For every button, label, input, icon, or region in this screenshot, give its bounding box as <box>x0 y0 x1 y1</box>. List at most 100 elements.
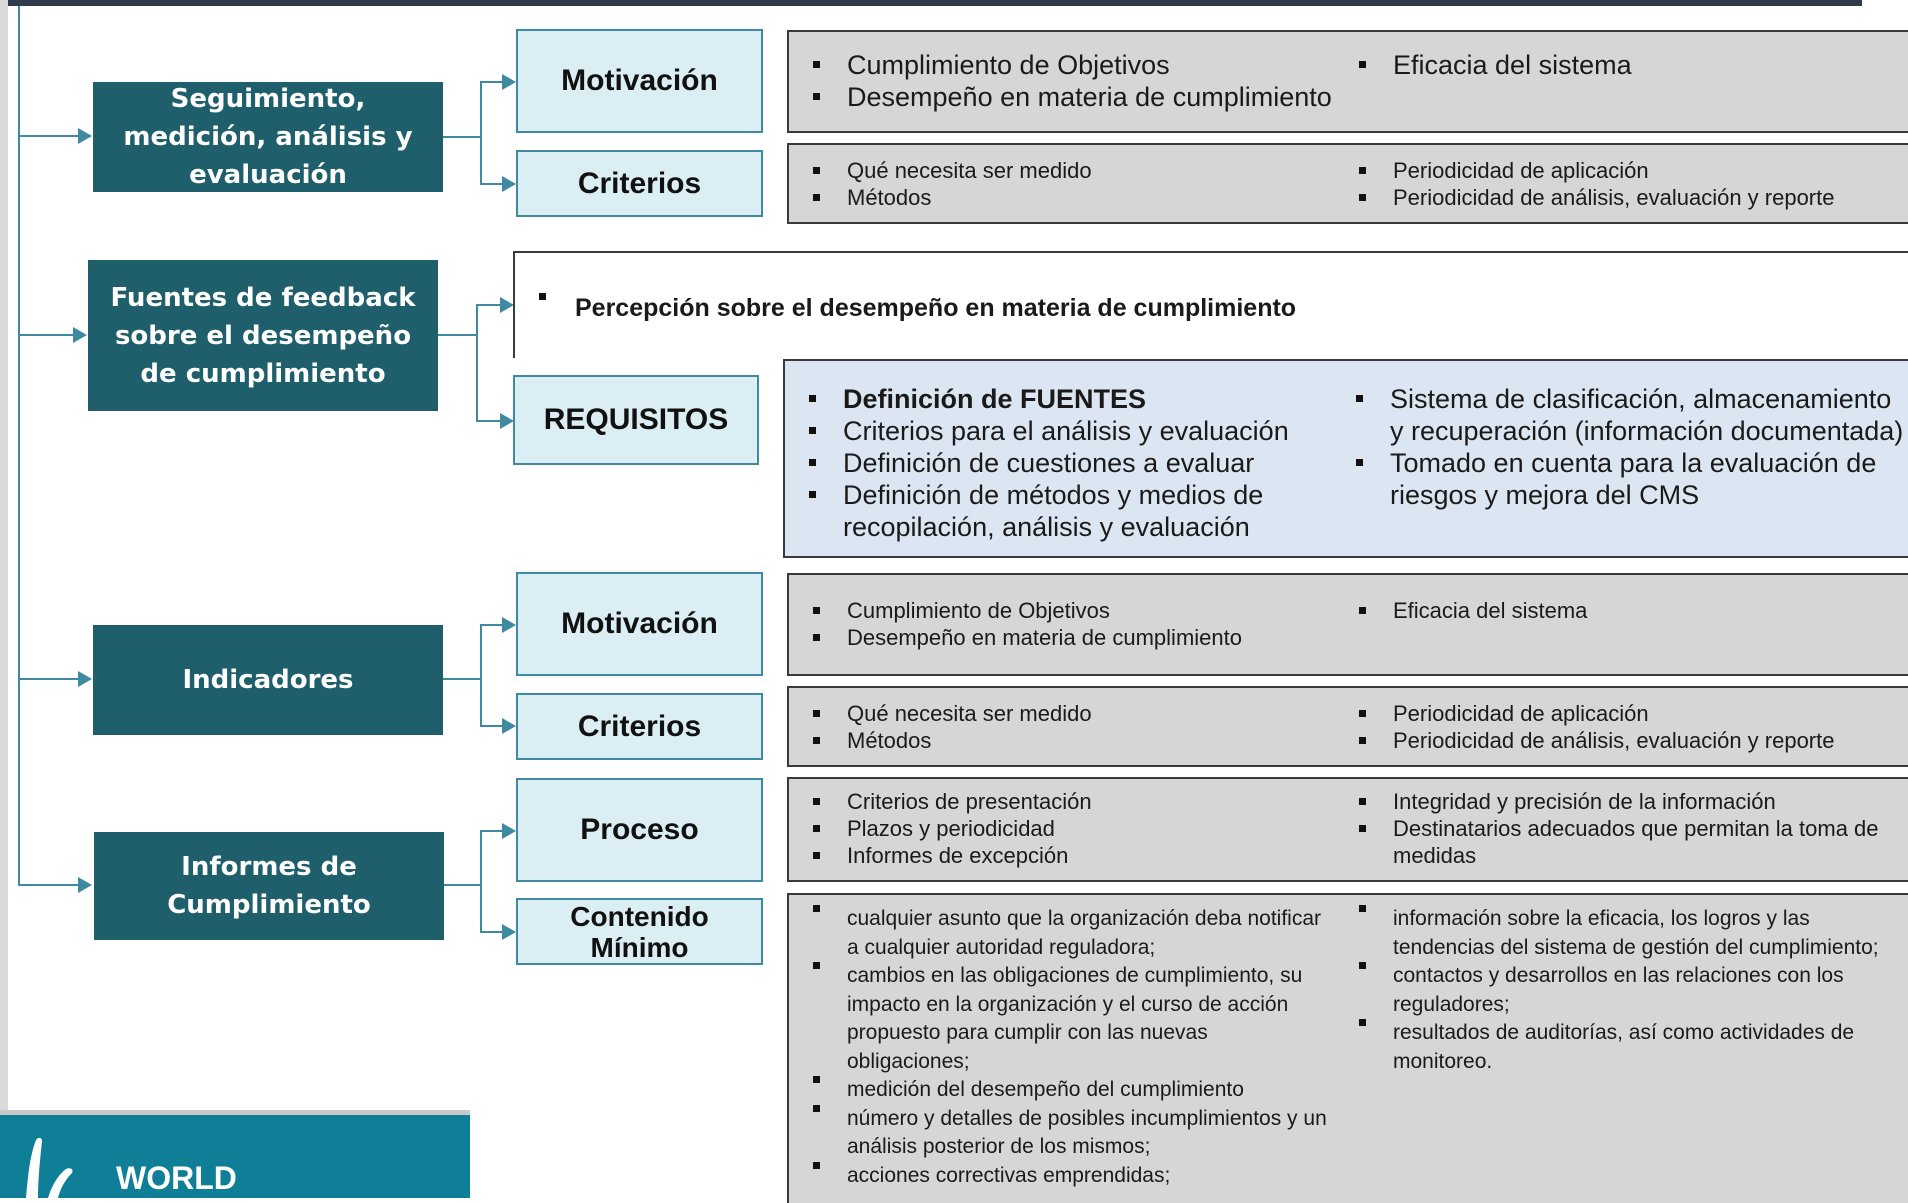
connector <box>18 135 78 137</box>
indicadores-criterios-content: Qué necesita ser medido Métodos Periodic… <box>787 686 1908 767</box>
logo-strip <box>0 1110 470 1115</box>
arrow-icon <box>500 297 514 313</box>
list-item: acciones correctivas emprendidas; <box>809 1161 1334 1191</box>
criterios-label: Criterios <box>577 166 702 200</box>
indicadores-title: Indicadores <box>182 665 354 695</box>
arrow-icon <box>502 176 516 192</box>
arrow-icon <box>78 671 92 687</box>
fuentes-box: Fuentes de feedback sobre el desempeño d… <box>88 260 438 411</box>
contenido-left-list: cualquier asunto que la organización deb… <box>809 905 1334 1190</box>
list-item: Cumplimiento de Objetivos <box>809 49 1339 81</box>
informes-box: Informes de Cumplimiento <box>94 832 444 940</box>
arrow-icon <box>73 327 87 343</box>
list-item: Métodos <box>809 184 1339 211</box>
arrow-icon <box>500 413 514 429</box>
connector <box>444 884 480 886</box>
contenido-right-list: información sobre la eficacia, los logro… <box>1355 905 1885 1076</box>
motivacion-label: Motivación <box>561 64 718 97</box>
seguimiento-criterios-box: Criterios <box>516 150 763 217</box>
seguimiento-box: Seguimiento, medición, análisis y evalua… <box>93 82 443 192</box>
list-item: Definición de métodos y medios de recopi… <box>805 479 1335 543</box>
connector <box>480 830 482 933</box>
list-item: Informes de excepción <box>809 842 1339 869</box>
informes-title: Informes de Cumplimiento <box>167 852 371 920</box>
percepcion-box: Percepción sobre el desempeño en materia… <box>513 251 1908 358</box>
list-item: Qué necesita ser medido <box>809 700 1339 727</box>
motivacion-left-list: Cumplimiento de Objetivos Desempeño en m… <box>809 597 1339 651</box>
arrow-icon <box>502 823 516 839</box>
proceso-label: Proceso <box>580 813 699 846</box>
list-item: Tomado en cuenta para la evaluación de r… <box>1352 447 1907 511</box>
criterios-right-list: Periodicidad de aplicación Periodicidad … <box>1355 700 1905 754</box>
proceso-box: Proceso <box>516 778 763 882</box>
proceso-right-list: Integridad y precisión de la información… <box>1355 788 1885 869</box>
indicadores-criterios-box: Criterios <box>516 693 763 760</box>
motivacion-right-list: Eficacia del sistema <box>1355 49 1895 81</box>
connector <box>476 420 500 422</box>
list-item: cualquier asunto que la organización deb… <box>809 905 1334 962</box>
logo-area <box>0 1115 470 1198</box>
criterios-right-list: Periodicidad de aplicación Periodicidad … <box>1355 157 1905 211</box>
main-connector-line <box>18 6 20 886</box>
arrow-icon <box>502 617 516 633</box>
arrow-icon <box>502 924 516 940</box>
list-item: Periodicidad de aplicación <box>1355 700 1905 727</box>
seguimiento-motivacion-box: Motivación <box>516 29 763 133</box>
connector <box>476 304 500 306</box>
connector <box>480 725 502 727</box>
seguimiento-motivacion-content: Cumplimiento de Objetivos Desempeño en m… <box>787 30 1908 133</box>
list-item: Eficacia del sistema <box>1355 597 1895 624</box>
list-item: Definición de cuestiones a evaluar <box>805 447 1335 479</box>
list-item: contactos y desarrollos en las relacione… <box>1355 962 1885 1019</box>
criterios-left-list: Qué necesita ser medido Métodos <box>809 157 1339 211</box>
logo-mark-icon <box>26 1137 73 1198</box>
connector <box>480 931 502 933</box>
connector <box>18 884 78 886</box>
list-item: resultados de auditorías, así como activ… <box>1355 1019 1885 1076</box>
arrow-icon <box>78 128 92 144</box>
connector <box>480 624 482 726</box>
list-item: Plazos y periodicidad <box>809 815 1339 842</box>
motivacion-right-list: Eficacia del sistema <box>1355 597 1895 624</box>
list-item: Criterios para el análisis y evaluación <box>805 415 1335 447</box>
connector <box>438 334 476 336</box>
connector <box>480 183 502 185</box>
indicadores-box: Indicadores <box>93 625 443 735</box>
list-item: Cumplimiento de Objetivos <box>809 597 1339 624</box>
list-item: medición del desempeño del cumplimiento <box>809 1076 1334 1105</box>
motivacion-label: Motivación <box>561 607 718 640</box>
list-item: información sobre la eficacia, los logro… <box>1355 905 1885 962</box>
list-item: Sistema de clasificación, almacenamiento… <box>1352 383 1907 447</box>
list-item: cambios en las obligaciones de cumplimie… <box>809 962 1334 1076</box>
contenido-box: Contenido Mínimo <box>516 898 763 965</box>
list-item: Integridad y precisión de la información <box>1355 788 1885 815</box>
list-item: Desempeño en materia de cumplimiento <box>809 624 1339 651</box>
proceso-left-list: Criterios de presentación Plazos y perio… <box>809 788 1339 869</box>
requisitos-box: REQUISITOS <box>513 375 759 465</box>
requisitos-content: Definición de FUENTES Criterios para el … <box>783 359 1908 558</box>
logo-text: WORLD <box>116 1160 237 1196</box>
list-item: Criterios de presentación <box>809 788 1339 815</box>
percepcion-text: Percepción sobre el desempeño en materia… <box>535 293 1835 323</box>
top-bar <box>0 0 1862 6</box>
connector <box>480 624 502 626</box>
criterios-left-list: Qué necesita ser medido Métodos <box>809 700 1339 754</box>
connector <box>476 304 478 422</box>
left-edge <box>0 0 8 1115</box>
arrow-icon <box>502 74 516 90</box>
list-item: Periodicidad de análisis, evaluación y r… <box>1355 184 1905 211</box>
list-item: Definición de FUENTES <box>805 383 1335 415</box>
requisitos-label: REQUISITOS <box>543 403 729 436</box>
motivacion-left-list: Cumplimiento de Objetivos Desempeño en m… <box>809 49 1339 113</box>
requisitos-right-list: Sistema de clasificación, almacenamiento… <box>1352 383 1907 511</box>
arrow-icon <box>78 877 92 893</box>
indicadores-motivacion-box: Motivación <box>516 572 763 676</box>
proceso-content: Criterios de presentación Plazos y perio… <box>787 777 1908 882</box>
contenido-content: cualquier asunto que la organización deb… <box>787 893 1908 1203</box>
connector <box>480 81 502 83</box>
list-item: Periodicidad de análisis, evaluación y r… <box>1355 727 1905 754</box>
requisitos-left-list: Definición de FUENTES Criterios para el … <box>805 383 1335 543</box>
seguimiento-criterios-content: Qué necesita ser medido Métodos Periodic… <box>787 143 1908 224</box>
criterios-label: Criterios <box>577 709 702 743</box>
connector <box>18 678 78 680</box>
